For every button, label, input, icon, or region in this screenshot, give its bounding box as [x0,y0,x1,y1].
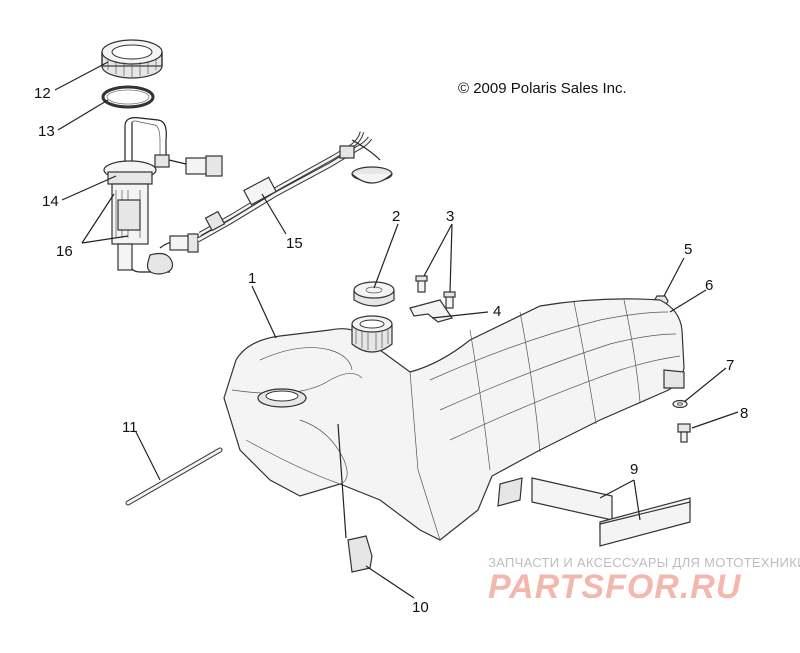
callout-1: 1 [248,270,256,287]
callout-4: 4 [493,303,501,320]
callout-10: 10 [412,599,429,616]
leader-lines [54,61,739,599]
callout-7: 7 [726,357,734,374]
callout-3: 3 [446,208,454,225]
callout-6: 6 [705,277,713,294]
part-9-foam-pads [531,477,691,547]
part-11-rod [125,447,223,506]
part-7-washer [672,399,688,409]
callout-8: 8 [740,405,748,422]
part-3-screws [415,275,456,309]
copyright-notice: © 2009 Polaris Sales Inc. [458,80,627,97]
callout-12: 12 [34,85,51,102]
watermark-logo: PARTSFOR.RU [488,568,742,606]
part-15-fuel-line [196,131,393,243]
callout-14: 14 [42,193,59,210]
part-12-lock-ring [101,39,163,79]
part-13-o-ring [101,85,155,109]
callout-numbers: 1 2 3 4 5 6 7 8 9 10 11 12 13 14 15 16 [34,85,748,616]
watermark-tagline: ЗАПЧАСТИ И АКСЕССУАРЫ ДЛЯ МОТОТЕХНИКИ [488,555,800,570]
part-10-pad [347,535,373,573]
callout-9: 9 [630,461,638,478]
callout-13: 13 [38,123,55,140]
part-14-fuel-pump [103,117,223,275]
callout-2: 2 [392,208,400,225]
watermark: ЗАПЧАСТИ И АКСЕССУАРЫ ДЛЯ МОТОТЕХНИКИ PA… [488,555,800,606]
callout-11: 11 [122,419,138,436]
callout-16: 16 [56,243,73,260]
part-8-bolt [677,423,691,443]
callout-5: 5 [684,241,692,258]
part-1-fuel-tank [223,298,685,541]
callout-15: 15 [286,235,303,252]
part-2-filler-cap [353,281,395,307]
